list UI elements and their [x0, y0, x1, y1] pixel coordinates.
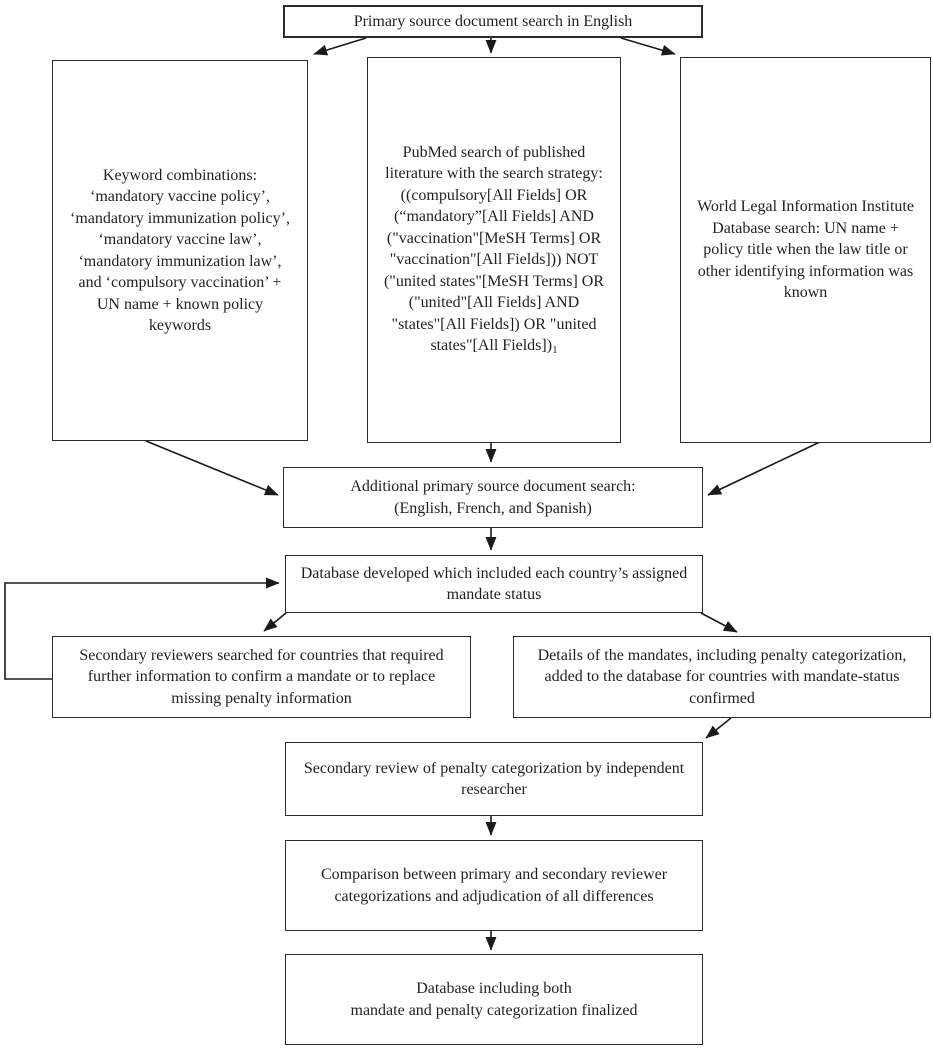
node-database-finalized-label: Database including both mandate and pena… [350, 980, 638, 1019]
pubmed-footnote-marker: 1 [552, 344, 558, 356]
node-database-developed-label: Database developed which included each c… [300, 564, 688, 604]
node-additional-source-search: Additional primary source document searc… [283, 467, 703, 528]
node-worldlii-search: World Legal Information Institute Databa… [680, 57, 931, 443]
node-mandate-details-added-label: Details of the mandates, including penal… [537, 646, 907, 707]
node-database-developed: Database developed which included each c… [285, 555, 703, 613]
node-mandate-details-added: Details of the mandates, including penal… [513, 636, 931, 718]
node-reviewer-comparison: Comparison between primary and secondary… [285, 840, 703, 931]
pubmed-search-strategy-text: PubMed search of published literature wi… [383, 143, 605, 355]
node-primary-source-search-label: Primary source document search in Englis… [353, 12, 633, 30]
node-secondary-reviewers-search-label: Secondary reviewers searched for countri… [79, 646, 444, 707]
node-pubmed-search: PubMed search of published literature wi… [367, 57, 621, 443]
arrow-database-to-secreviewers [263, 612, 287, 632]
node-keyword-combinations: Keyword combinations: ‘mandatory vaccine… [52, 60, 308, 441]
arrow-worldlii-to-additional [707, 440, 823, 496]
node-secondary-penalty-review-label: Secondary review of penalty categorizati… [303, 759, 685, 799]
node-database-finalized: Database including both mandate and pena… [285, 954, 703, 1045]
arrow-details-to-secreview [705, 717, 732, 739]
arrow-primary-to-keywords [313, 37, 367, 56]
node-keyword-combinations-label: Keyword combinations: ‘mandatory vaccine… [70, 166, 290, 335]
arrow-keywords-to-additional [145, 440, 279, 496]
arrow-database-to-details [700, 612, 738, 633]
node-secondary-reviewers-search: Secondary reviewers searched for countri… [52, 636, 471, 718]
node-reviewer-comparison-label: Comparison between primary and secondary… [320, 866, 668, 905]
node-secondary-penalty-review: Secondary review of penalty categorizati… [285, 742, 703, 816]
node-pubmed-search-label: PubMed search of published literature wi… [384, 142, 604, 359]
node-worldlii-search-label: World Legal Information Institute Databa… [697, 198, 914, 302]
node-primary-source-search: Primary source document search in Englis… [283, 5, 703, 38]
arrow-primary-to-worldlii [620, 37, 676, 56]
node-additional-source-search-label: Additional primary source document searc… [350, 478, 636, 517]
